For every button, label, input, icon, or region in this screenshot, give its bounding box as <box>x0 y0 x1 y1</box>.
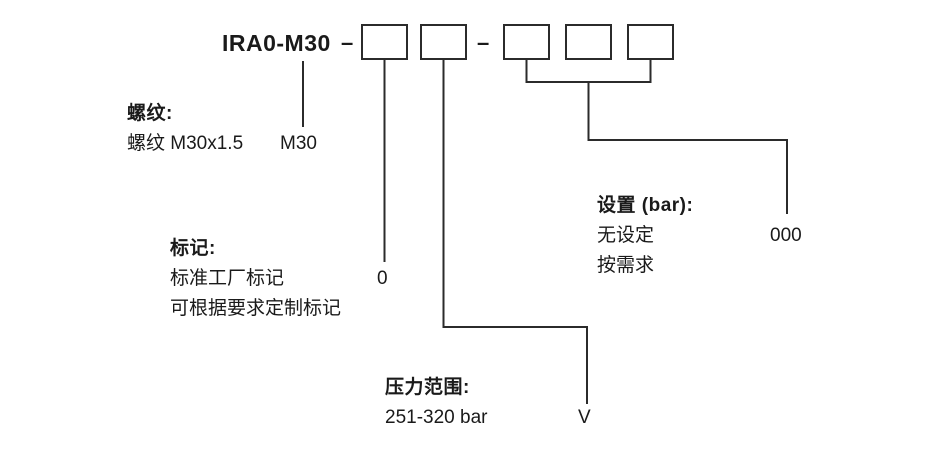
pressure-title: 压力范围: <box>385 377 470 398</box>
code-box-setting-1 <box>503 24 550 60</box>
code-box-pressure <box>420 24 467 60</box>
setting-option-row: 按需求 <box>597 251 693 281</box>
setting-option-row: 无设定 000 <box>597 221 802 251</box>
thread-option-text: 螺纹 M30x1.5 <box>127 133 244 154</box>
pressure-label-block: 压力范围: 251-320 bar V <box>385 373 591 433</box>
separator-dash: – <box>477 30 490 55</box>
thread-title: 螺纹: <box>127 103 173 124</box>
model-number: IRA0-M30 <box>222 30 331 56</box>
setting-option-text: 无设定 <box>597 225 655 246</box>
thread-option-row: 螺纹 M30x1.5 M30 <box>127 129 317 159</box>
marking-option-code: 0 <box>377 268 388 289</box>
marking-option-text: 标准工厂标记 <box>170 268 285 289</box>
code-box-setting-3 <box>627 24 674 60</box>
setting-option-code: 000 <box>770 225 802 246</box>
thread-label-block: 螺纹: 螺纹 M30x1.5 M30 <box>127 99 317 159</box>
marking-option-text: 可根据要求定制标记 <box>170 298 342 319</box>
setting-label-block: 设置 (bar): 无设定 000 按需求 <box>597 191 802 281</box>
pressure-leader-line <box>442 60 588 404</box>
code-box-setting-2 <box>565 24 612 60</box>
pressure-option-code: V <box>578 407 591 428</box>
separator-dash: – <box>341 30 354 55</box>
pressure-option-row: 251-320 bar V <box>385 403 591 433</box>
setting-option-text: 按需求 <box>597 255 655 276</box>
thread-option-code: M30 <box>280 133 317 154</box>
marking-label-block: 标记: 标准工厂标记 0 可根据要求定制标记 <box>170 234 388 324</box>
marking-option-row: 可根据要求定制标记 <box>170 294 341 324</box>
setting-bracket-line <box>525 60 652 83</box>
marking-title: 标记: <box>170 238 216 259</box>
code-box-marking <box>361 24 408 60</box>
setting-title: 设置 (bar): <box>597 195 694 216</box>
marking-option-row: 标准工厂标记 0 <box>170 264 388 294</box>
pressure-option-text: 251-320 bar <box>385 407 488 428</box>
